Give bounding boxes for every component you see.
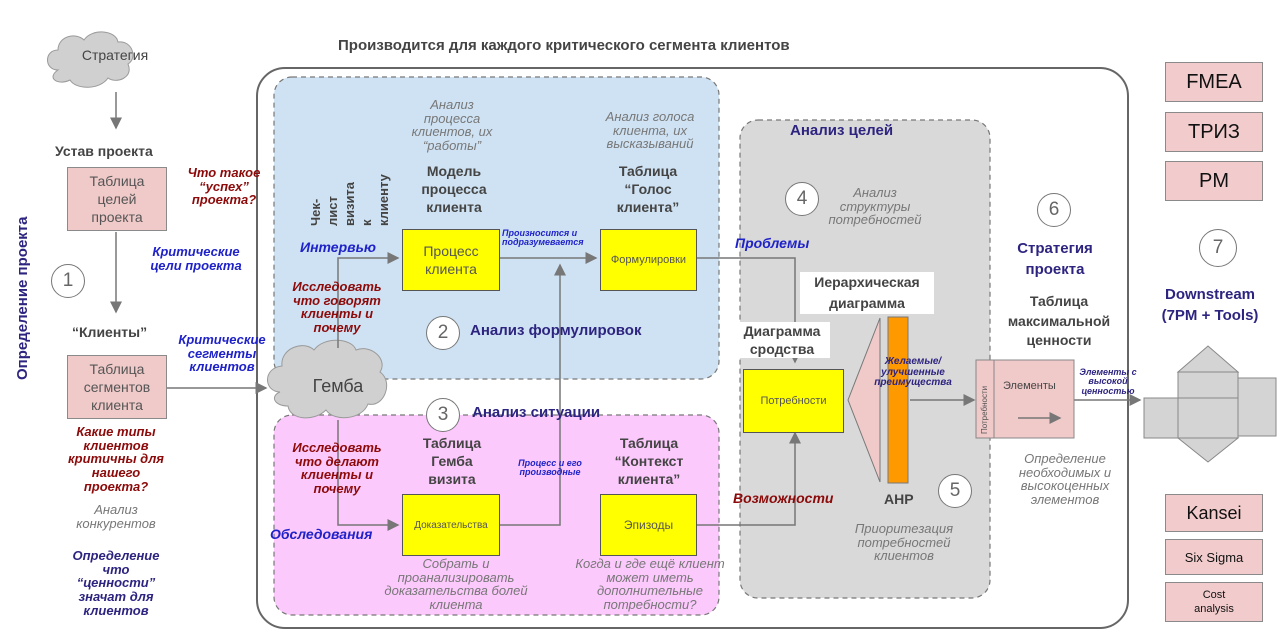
said-implied-label: Произносится и подразумевается	[502, 228, 584, 248]
project-definition-side-label: Определение проекта	[14, 216, 31, 380]
clients-title: “Клиенты”	[72, 324, 148, 340]
needs-structure-note: Анализ структуры потребностей	[828, 185, 922, 228]
max-value-table-title: Таблица максимальной ценности	[1007, 293, 1111, 349]
tool-cost-analysis: Cost analysis	[1165, 582, 1263, 622]
value-definition-label: Определение что “ценности” значат для кл…	[72, 548, 160, 618]
tool-kansei: Kansei	[1165, 494, 1263, 532]
prioritization-note: Приоритезация потребностей клиентов	[854, 521, 954, 564]
downstream-title: Downstream (7PM + Tools)	[1161, 286, 1259, 324]
process-box: Процесс клиента	[402, 229, 500, 291]
goals-zone-title: Анализ целей	[790, 122, 894, 139]
client-types-question: Какие типы клиентов критичны для нашего …	[68, 424, 164, 494]
hierarchy-triangle	[847, 317, 881, 483]
research-say-label: Исследовать что говорят клиенты и почему	[292, 279, 382, 335]
voice-analysis-note: Анализ голоса клиента, их высказываний	[605, 109, 695, 152]
pink-zone-title: Анализ ситуации	[472, 404, 601, 421]
elements-definition-note: Определение необходимых и высокоценных э…	[1018, 451, 1112, 507]
opportunities-label: Возможности	[733, 490, 834, 506]
affinity-diagram-title: Диаграмма сродства	[734, 322, 830, 359]
episodes-box: Эпизоды	[600, 494, 697, 556]
voice-table-title: Таблица “Голос клиента”	[616, 163, 680, 216]
project-strategy-title: Стратегия проекта	[1017, 240, 1093, 278]
strategy-cloud-label: Стратегия	[81, 47, 149, 63]
model-title: Модель процесса клиента	[421, 163, 487, 216]
segments-table-box: Таблица сегментов клиента	[67, 355, 167, 419]
charter-title: Устав проекта	[55, 143, 153, 159]
max-value-table	[975, 359, 1075, 439]
goals-table-box: Таблица целей проекта	[67, 167, 167, 231]
downstream-house-shape	[1143, 345, 1277, 463]
needs-box: Потребности	[743, 369, 844, 433]
desired-benefits-label: Желаемые/ улучшенные преимущества	[874, 356, 952, 388]
evidence-box: Доказательства	[402, 494, 500, 556]
blue-zone-title: Анализ формулировок	[470, 322, 642, 339]
process-products-label: Процесс и его производные	[518, 458, 582, 478]
competitor-analysis-label: Анализ конкурентов	[76, 502, 156, 531]
strategy-cloud-shape	[47, 31, 134, 88]
page-title: Производится для каждого критического се…	[338, 37, 790, 54]
when-where-note: Когда и где ещё клиент может иметь допол…	[575, 556, 725, 612]
gemba-cloud-label: Гемба	[312, 376, 364, 396]
hierarchy-diagram-title: Иерархическая диаграмма	[800, 272, 934, 314]
step-2-circle: 2	[426, 316, 460, 350]
wording-box: Формулировки	[600, 229, 697, 291]
tool-six-sigma: Six Sigma	[1165, 539, 1263, 575]
outer-frame	[256, 67, 1129, 629]
elements-column-label: Элементы	[1003, 380, 1056, 392]
process-analysis-note: Анализ процесса клиентов, их “работы”	[411, 97, 493, 153]
surveys-label: Обследования	[270, 526, 373, 542]
needs-column-label: Потребности	[980, 386, 989, 434]
context-table-title: Таблица “Контекст клиента”	[614, 435, 684, 488]
gemba-cloud-shape	[267, 339, 388, 419]
blue-zone	[273, 76, 720, 380]
critical-goals-label: Критические цели проекта	[150, 244, 242, 273]
checklist-vertical-label: Чек-лист визита к клиенту	[308, 174, 391, 226]
tool-triz: ТРИЗ	[1165, 112, 1263, 152]
research-do-label: Исследовать что делают клиенты и почему	[292, 440, 382, 496]
tool-pm: PM	[1165, 161, 1263, 201]
step-4-circle: 4	[785, 182, 819, 216]
step-7-circle: 7	[1199, 229, 1237, 267]
gemba-table-title: Таблица Гемба визита	[422, 435, 482, 488]
ahp-label: AHP	[884, 491, 914, 507]
step-5-circle: 5	[938, 474, 972, 508]
critical-segments-label: Критические сегменты клиентов	[178, 332, 266, 375]
interview-label: Интервью	[300, 239, 377, 255]
high-value-elements-label: Элементы с высокой ценностью	[1079, 367, 1137, 396]
step-6-circle: 6	[1037, 193, 1071, 227]
tool-fmea: FMEA	[1165, 62, 1263, 102]
collect-evidence-note: Собрать и проанализировать доказательств…	[384, 556, 528, 612]
ahp-bar	[887, 316, 909, 484]
success-question: Что такое “успех” проекта?	[187, 165, 261, 208]
step-1-circle: 1	[51, 264, 85, 298]
step-3-circle: 3	[426, 398, 460, 432]
problems-label: Проблемы	[735, 235, 810, 251]
